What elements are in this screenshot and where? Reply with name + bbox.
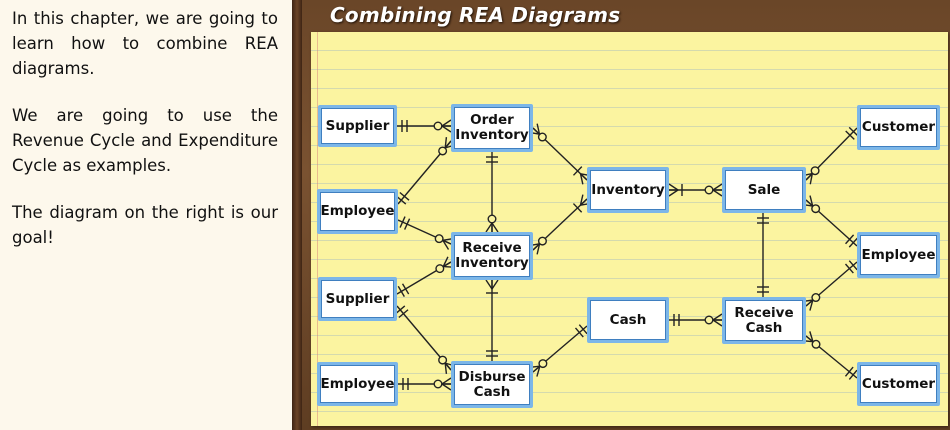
entity-customer-bottom[interactable]: Customer (857, 362, 940, 406)
connector-mark (704, 315, 714, 325)
entity-employee-bottom[interactable]: Employee (317, 362, 398, 406)
connector-mark (441, 125, 452, 133)
connector-mark (441, 377, 452, 385)
panel-divider (292, 0, 302, 430)
connector-mark (712, 183, 723, 191)
connector-mark (805, 299, 814, 307)
intro-paragraph: In this chapter, we are going to learn h… (12, 9, 278, 78)
connector-mark (579, 198, 588, 206)
connector-mark (572, 203, 583, 213)
connector-mark (805, 335, 814, 343)
connector-mark (532, 365, 541, 373)
connector-mark (487, 214, 497, 224)
connector-mark (403, 218, 411, 230)
connector-mark (809, 299, 814, 311)
connector-mark (444, 137, 448, 148)
connector-mark (491, 279, 499, 290)
connector-mark (809, 173, 813, 185)
connector-mark (536, 123, 541, 135)
connector-mark (442, 256, 449, 267)
connector-mark (398, 309, 409, 319)
connector-mark (399, 216, 406, 228)
connector-mark (810, 166, 820, 176)
entity-supplier-bottom[interactable]: Supplier (318, 277, 397, 321)
connector-mark (485, 222, 493, 233)
connector-mark (811, 339, 821, 349)
connector-mark (442, 239, 452, 245)
connector-mark (848, 369, 858, 380)
connector-mark (532, 243, 541, 251)
entity-inventory[interactable]: Inventory (587, 167, 669, 213)
entity-receive-cash[interactable]: Receive Cash (722, 297, 806, 344)
connector-mark (401, 283, 410, 295)
entity-customer-top[interactable]: Customer (857, 105, 940, 150)
connector-mark (809, 331, 814, 342)
connector-mark (579, 194, 584, 206)
connector-mark (441, 119, 452, 127)
connector-mark (395, 305, 406, 315)
connector-mark (485, 279, 493, 290)
connector-mark (438, 355, 448, 365)
connector-mark (805, 199, 814, 207)
connector-mark (848, 260, 858, 271)
connector-mark (442, 239, 450, 250)
connector-mark (536, 365, 541, 377)
connector-mark (712, 319, 723, 327)
left-text-panel: In this chapter, we are going to learn h… (0, 0, 292, 430)
connector-mark (537, 236, 547, 246)
examples-paragraph: We are going to use the Revenue Cycle an… (12, 106, 278, 175)
connector-mark (536, 243, 541, 255)
connector-mark (433, 379, 443, 389)
connector-mark (668, 183, 679, 191)
entity-cash[interactable]: Cash (587, 297, 669, 343)
connector-mark (491, 222, 499, 233)
connector-mark (811, 293, 821, 303)
goal-paragraph: The diagram on the right is our goal! (12, 203, 278, 247)
connector-mark (435, 264, 445, 274)
connector-mark (844, 263, 854, 274)
connector-mark (712, 189, 723, 197)
entity-sale[interactable]: Sale (722, 167, 806, 213)
connector-mark (444, 362, 452, 371)
slide-title: Combining REA Diagrams (330, 3, 621, 27)
connector-mark (399, 191, 410, 201)
entity-employee-right[interactable]: Employee (857, 232, 940, 278)
connector-mark (712, 313, 723, 321)
connector-mark (578, 324, 588, 335)
connector-mark (845, 234, 855, 245)
connector-mark (580, 173, 588, 181)
connector-mark (848, 237, 858, 248)
connector-mark (433, 121, 443, 131)
connector-mark (444, 140, 452, 149)
connector-mark (442, 261, 452, 268)
connector-mark (805, 173, 813, 181)
relationship-lines (395, 119, 859, 391)
connector-mark (668, 189, 679, 197)
connector-mark (396, 195, 407, 205)
connector-mark (848, 126, 859, 137)
connector-mark (811, 204, 821, 214)
connector-mark (845, 130, 855, 140)
entity-disburse-cash[interactable]: Disburse Cash (451, 361, 533, 408)
connector-mark (704, 185, 714, 195)
connector-mark (844, 366, 854, 377)
connector-mark (532, 127, 540, 135)
connector-mark (441, 383, 452, 391)
connector-mark (538, 359, 548, 369)
connector-mark (444, 363, 448, 374)
connector-mark (434, 234, 444, 244)
connector-mark (574, 327, 584, 338)
entity-employee-left[interactable]: Employee (317, 189, 398, 234)
connector-mark (809, 195, 814, 207)
entity-receive-inventory[interactable]: Receive Inventory (451, 232, 533, 280)
connector-mark (537, 132, 547, 142)
entity-supplier-top[interactable]: Supplier (318, 105, 397, 147)
connector-mark (397, 285, 405, 297)
connector-mark (438, 146, 448, 156)
connector-mark (579, 173, 584, 185)
connector-mark (572, 166, 583, 176)
entity-order-inventory[interactable]: Order Inventory (451, 104, 533, 152)
